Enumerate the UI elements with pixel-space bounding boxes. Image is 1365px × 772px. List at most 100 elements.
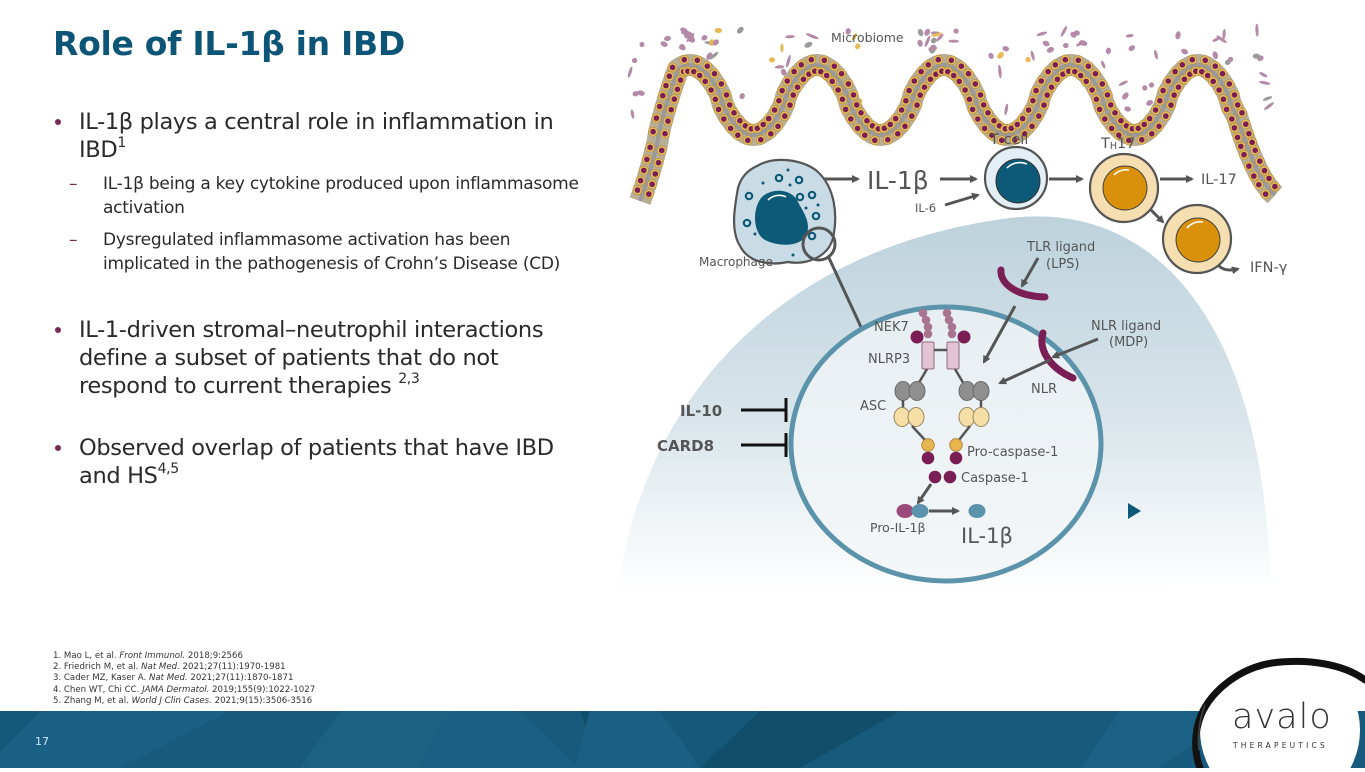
- arrow-th17-to-th1: [1148, 207, 1165, 224]
- microbe: [709, 51, 719, 60]
- bullet-item: Observed overlap of patients that have I…: [53, 434, 593, 490]
- il1b-top-label: IL-1β: [867, 166, 929, 195]
- microbiome-particles: [627, 23, 1274, 119]
- epithelial-nucleus: [969, 106, 976, 113]
- arrow-il6-to-tcell: [944, 192, 980, 207]
- microbe: [1124, 106, 1131, 112]
- epithelial-nucleus: [818, 68, 824, 75]
- ifn-gamma-label: IFN-γ: [1250, 260, 1288, 276]
- microbe: [1122, 92, 1129, 100]
- epithelial-nucleus: [1014, 121, 1020, 128]
- microbe: [997, 51, 1004, 59]
- epithelial-nucleus: [858, 110, 864, 116]
- epithelial-nucleus: [1033, 87, 1039, 94]
- microbe: [639, 41, 645, 48]
- microbe: [948, 39, 959, 43]
- epithelial-nucleus: [712, 96, 719, 103]
- epithelial-nucleus: [1012, 136, 1018, 143]
- microbe: [1222, 28, 1226, 40]
- epithelial-nucleus: [1165, 78, 1172, 84]
- epithelial-nucleus: [945, 68, 951, 75]
- epithelial-nucleus: [1029, 123, 1035, 130]
- epithelial-nucleus: [1048, 84, 1055, 90]
- epithelial-nucleus: [1038, 78, 1045, 84]
- microbe: [664, 35, 671, 42]
- epithelial-nucleus: [966, 96, 973, 103]
- il10-inhibition-icon: [741, 398, 788, 422]
- microbe: [917, 29, 924, 37]
- epithelial-nucleus: [1157, 97, 1163, 104]
- epithelial-nucleus: [708, 87, 714, 93]
- microbe: [930, 44, 937, 51]
- epithelial-nucleus: [1104, 92, 1111, 98]
- epithelial-nucleus: [779, 87, 785, 94]
- pro-il1b-label: Pro-IL-1β: [870, 520, 925, 535]
- bullet-text: Observed overlap of patients that have I…: [79, 435, 554, 489]
- epithelial-nucleus: [1231, 92, 1238, 98]
- epithelial-nucleus: [808, 56, 815, 63]
- epithelial-nucleus: [918, 68, 924, 75]
- microbe: [780, 43, 784, 53]
- epithelial-nucleus: [1139, 136, 1145, 143]
- epithelial-nucleus: [677, 77, 684, 83]
- epithelial-nucleus: [694, 57, 701, 64]
- epithelial-nucleus: [782, 113, 788, 119]
- bullet-dot-icon: [55, 327, 61, 333]
- epithelial-nucleus: [853, 102, 860, 108]
- epithelial-nucleus: [655, 159, 662, 166]
- epithelial-nucleus: [704, 63, 711, 69]
- epithelial-nucleus: [1008, 125, 1015, 132]
- microbe: [1079, 40, 1088, 46]
- epithelial-nucleus: [1226, 81, 1233, 87]
- epithelial-nucleus: [917, 92, 923, 98]
- epithelial-nucleus: [1256, 181, 1262, 188]
- epithelial-nucleus: [1246, 163, 1252, 169]
- sub-bullet-dash-icon: –: [69, 230, 78, 250]
- epithelial-nucleus: [989, 132, 995, 138]
- epithelial-nucleus: [1249, 139, 1255, 146]
- epithelial-nucleus: [829, 78, 835, 85]
- epithelial-nucleus: [711, 70, 718, 77]
- arrow-tlr-to-nlrp3: [982, 305, 1017, 364]
- tlr-receptor: [997, 266, 1049, 301]
- bullet-item: IL-1β plays a central role in inflammati…: [53, 108, 593, 164]
- card8-label: CARD8: [657, 437, 714, 455]
- epithelial-nucleus: [658, 147, 665, 154]
- microbe: [931, 32, 943, 37]
- epithelial-nucleus: [1085, 63, 1092, 69]
- epithelial-nucleus: [1210, 78, 1216, 85]
- epithelial-nucleus: [1152, 107, 1159, 113]
- epithelial-nucleus: [850, 92, 857, 98]
- epithelial-nucleus: [958, 63, 965, 69]
- bullet-dot-icon: [55, 445, 61, 451]
- epithelial-nucleus: [646, 191, 652, 197]
- epithelial-nucleus: [653, 115, 660, 121]
- microbe: [1073, 30, 1080, 36]
- epithelial-nucleus: [1102, 116, 1108, 122]
- microbe: [1227, 56, 1234, 63]
- microbe: [1118, 80, 1128, 86]
- intestinal-epithelium: [629, 54, 1285, 208]
- epithelial-nucleus: [715, 106, 722, 113]
- nek7-label: NEK7: [874, 320, 909, 335]
- epithelial-nucleus: [1025, 107, 1032, 113]
- microbe: [924, 28, 931, 36]
- microbe: [851, 33, 857, 41]
- epithelial-nucleus: [965, 70, 972, 77]
- epithelial-nucleus: [911, 78, 918, 84]
- epithelial-nucleus: [1149, 131, 1155, 137]
- epithelial-nucleus: [1229, 116, 1235, 122]
- sub-bullet-text: IL-1β being a key cytokine produced upon…: [103, 174, 579, 218]
- epithelial-nucleus: [681, 56, 688, 63]
- epithelial-nucleus: [666, 73, 673, 79]
- epithelial-nucleus: [768, 131, 774, 137]
- epithelial-nucleus: [1266, 175, 1272, 182]
- epithelial-nucleus: [1126, 137, 1132, 144]
- epithelial-nucleus: [1181, 76, 1188, 83]
- epithelial-nucleus: [935, 56, 942, 63]
- epithelial-nucleus: [1093, 96, 1100, 103]
- epithelial-nucleus: [1107, 102, 1114, 108]
- microbe: [631, 57, 638, 64]
- epithelial-nucleus: [737, 117, 743, 124]
- epithelial-nucleus: [1052, 62, 1059, 68]
